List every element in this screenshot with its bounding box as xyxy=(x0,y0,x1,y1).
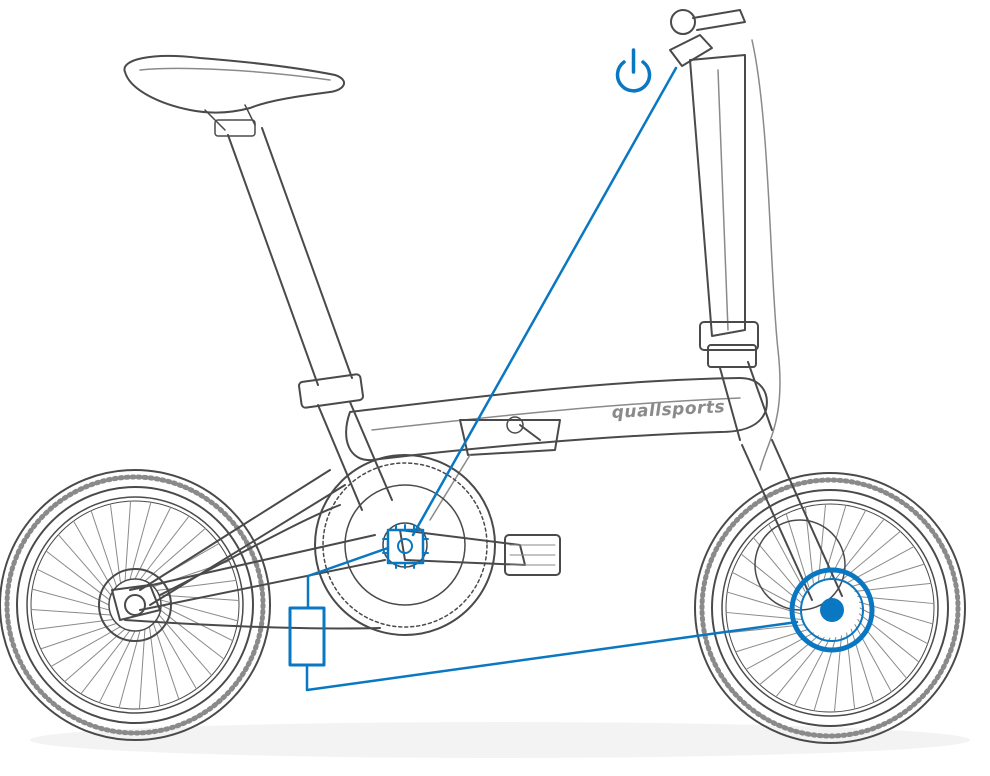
wheel-spoke xyxy=(829,509,867,579)
wheel-spoke xyxy=(818,503,827,581)
wheel-spoke xyxy=(45,550,110,601)
battery-icon xyxy=(288,606,326,667)
wheel-spoke xyxy=(158,614,213,676)
drivetrain xyxy=(124,454,561,636)
rear-derailleur xyxy=(111,584,161,621)
wheel-spoke xyxy=(160,604,234,642)
wheel-spoke xyxy=(30,608,112,616)
wheel-spoke xyxy=(31,588,110,611)
wheel-spoke xyxy=(144,527,206,582)
wire-controller-to-battery xyxy=(306,546,390,610)
brand-label: quallsports xyxy=(611,397,725,423)
hub-motor-icon xyxy=(789,567,875,653)
rear-wheel xyxy=(0,469,271,741)
wheel-spoke xyxy=(156,579,237,592)
wheel-spoke xyxy=(129,501,152,580)
wheel-spoke xyxy=(98,630,136,704)
wheel-spoke xyxy=(139,515,190,580)
wheel-spoke xyxy=(90,510,118,588)
wheel-spoke xyxy=(33,618,114,631)
wheel-spoke xyxy=(36,568,110,606)
wheel-spoke xyxy=(40,622,118,650)
wheel-spoke xyxy=(57,534,112,596)
wheel-spoke xyxy=(134,506,172,580)
rear-stays xyxy=(129,469,386,611)
wire-battery-to-motor xyxy=(305,620,799,692)
wheel-spoke xyxy=(138,628,146,710)
power-icon xyxy=(615,48,652,93)
wheel-spoke xyxy=(73,520,114,592)
seat-tube xyxy=(317,401,393,511)
wheel-spoke xyxy=(731,571,801,609)
bike-illustration xyxy=(0,9,970,758)
wheel-spoke xyxy=(160,609,225,660)
wheel-spoke xyxy=(752,537,803,598)
wheel-spoke xyxy=(156,618,197,690)
ground-shadow xyxy=(30,722,970,758)
wheel-spoke xyxy=(64,628,126,683)
saddle xyxy=(123,55,345,137)
wheel-spoke xyxy=(124,500,132,582)
handlebar xyxy=(669,9,746,67)
wheel-spoke xyxy=(118,630,141,709)
wire-switch-to-controller xyxy=(411,66,678,537)
wheel-spoke xyxy=(148,626,161,707)
wheel-spoke xyxy=(728,624,806,634)
power-system-overlay xyxy=(288,48,875,692)
wheel-spoke xyxy=(740,553,802,603)
wheel-spoke xyxy=(152,622,180,700)
controller-chip-icon xyxy=(382,524,429,569)
wheel-spoke xyxy=(725,611,803,620)
wheel-spoke xyxy=(768,523,806,592)
wheel-spoke xyxy=(726,591,802,615)
wheel-spoke xyxy=(109,503,122,584)
stem xyxy=(689,39,781,471)
seat-post xyxy=(227,127,364,409)
wheel-spoke xyxy=(80,630,131,695)
wheel-spoke xyxy=(835,518,885,580)
wheel-spoke xyxy=(50,626,122,667)
wheel-spoke xyxy=(785,513,810,588)
